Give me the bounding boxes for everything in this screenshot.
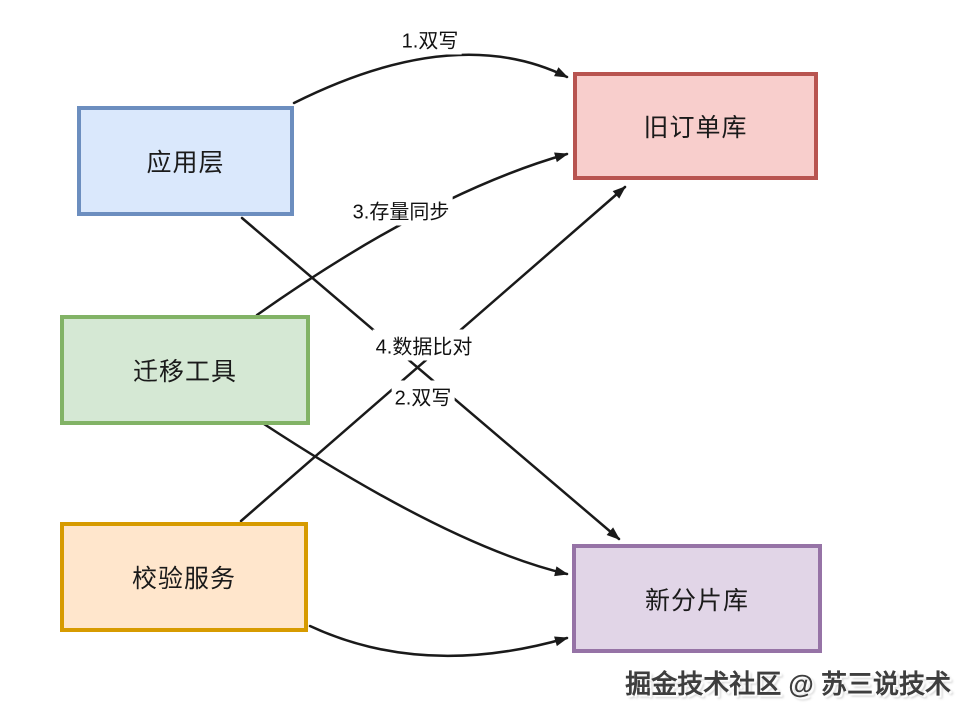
edge-label-3-stock-sync: 3.存量同步 <box>349 194 453 226</box>
node-check-service-label: 校验服务 <box>131 565 236 593</box>
node-new-shard-db-label: 新分片库 <box>644 586 749 615</box>
node-migration-tool-label: 迁移工具 <box>132 358 237 386</box>
edge-6-check-to-new-arrow <box>308 624 569 658</box>
edge-label-2-double-write: 2.双写 <box>391 380 455 412</box>
edge-2-double-write-new-arrow <box>240 216 621 541</box>
node-app-layer: 应用层 <box>77 106 294 216</box>
node-old-order-db: 旧订单库 <box>573 72 818 180</box>
node-old-order-db-label: 旧订单库 <box>643 114 748 142</box>
watermark-text: 掘金技术社区 @ 苏三说技术 <box>625 669 951 699</box>
node-new-shard-db: 新分片库 <box>572 544 822 653</box>
edge-label-4-data-compare: 4.数据比对 <box>372 329 476 361</box>
node-app-layer-label: 应用层 <box>146 149 225 177</box>
edge-label-1-double-write: 1.双写 <box>398 23 462 55</box>
edge-5-migration-to-new-arrow <box>262 422 569 577</box>
node-check-service: 校验服务 <box>60 522 308 632</box>
edge-1-double-write-old-arrow <box>292 53 569 105</box>
node-migration-tool: 迁移工具 <box>60 315 310 425</box>
edge-3-stock-sync-arrow <box>255 152 569 317</box>
